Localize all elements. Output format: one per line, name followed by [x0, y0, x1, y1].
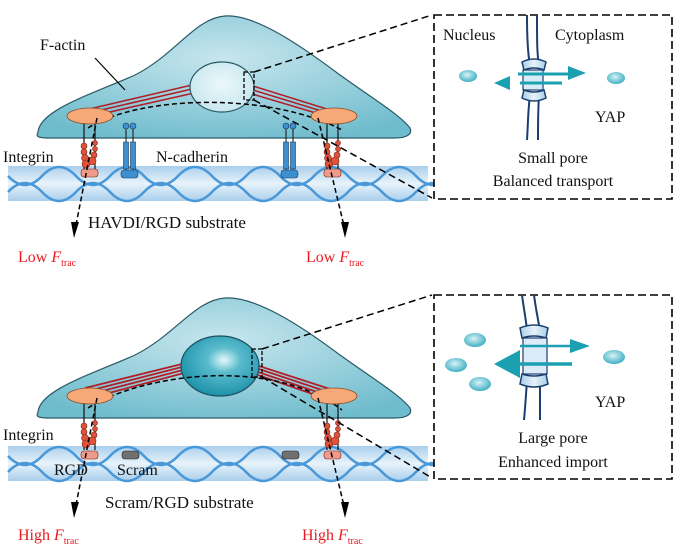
n-cadherin-label: N-cadherin — [156, 149, 228, 166]
yap-label-bottom: YAP — [595, 394, 625, 411]
yap-molecule — [607, 72, 625, 84]
integrin-label-bottom: Integrin — [3, 427, 54, 444]
nucleus-bottom — [180, 335, 260, 397]
force-label-left-top: Low Ftrac — [18, 249, 77, 269]
focal-adhesion-left-top — [66, 107, 114, 125]
pore-label-bottom: Large pore — [518, 430, 587, 447]
inset-top: Nucleus Cytoplasm YAP Small pore Balance… — [433, 14, 673, 200]
substrate-top — [7, 165, 451, 203]
yap-molecule — [445, 358, 467, 372]
integrin-left-top — [80, 124, 99, 178]
n-cadherin-left — [120, 122, 139, 179]
yap-export-arrow — [520, 339, 590, 353]
bottom-panel: Integrin RGD Scram Scram/RGD substrate H… — [3, 294, 673, 547]
focal-adhesion-left-bottom — [66, 387, 114, 405]
yap-label-top: YAP — [595, 109, 625, 126]
substrate-bottom — [7, 445, 451, 483]
force-label-right-top: Low Ftrac — [306, 249, 365, 269]
substrate-label-bottom: Scram/RGD substrate — [105, 493, 254, 512]
yap-molecule — [459, 70, 477, 82]
focal-adhesion-right-top — [310, 107, 358, 125]
transport-label-bottom: Enhanced import — [498, 454, 608, 471]
rgd-label: RGD — [54, 462, 88, 479]
yap-molecule — [464, 333, 486, 347]
traction-arrows-bottom — [74, 397, 346, 511]
transport-label-top: Balanced transport — [493, 173, 614, 190]
integrin-label-top: Integrin — [3, 149, 54, 166]
scram-peptide-right — [281, 450, 300, 460]
top-panel: F-actin Integrin N-cadherin HAVDI/RGD su… — [3, 14, 673, 269]
scram-peptide-left — [121, 450, 140, 460]
inset-bottom: YAP Large pore Enhanced import — [433, 294, 673, 480]
yap-import-arrow — [494, 76, 562, 90]
f-actin-label: F-actin — [40, 37, 85, 54]
pore-label-top: Small pore — [518, 150, 588, 167]
yap-import-arrow — [494, 350, 572, 378]
traction-arrows-top — [74, 117, 346, 231]
substrate-label-top: HAVDI/RGD substrate — [88, 213, 246, 232]
force-label-left-bottom: High Ftrac — [18, 527, 79, 547]
focal-adhesion-right-bottom — [310, 387, 358, 405]
yap-export-arrow — [518, 66, 586, 80]
force-label-right-bottom: High Ftrac — [302, 527, 363, 547]
n-cadherin-right — [280, 122, 299, 179]
yap-molecule — [469, 377, 491, 391]
yap-molecule — [603, 350, 625, 364]
scram-label: Scram — [117, 462, 158, 479]
integrin-right-bottom — [323, 404, 342, 460]
integrin-left-bottom — [80, 404, 99, 460]
nucleus-label: Nucleus — [443, 27, 495, 44]
cytoplasm-label: Cytoplasm — [555, 27, 625, 44]
